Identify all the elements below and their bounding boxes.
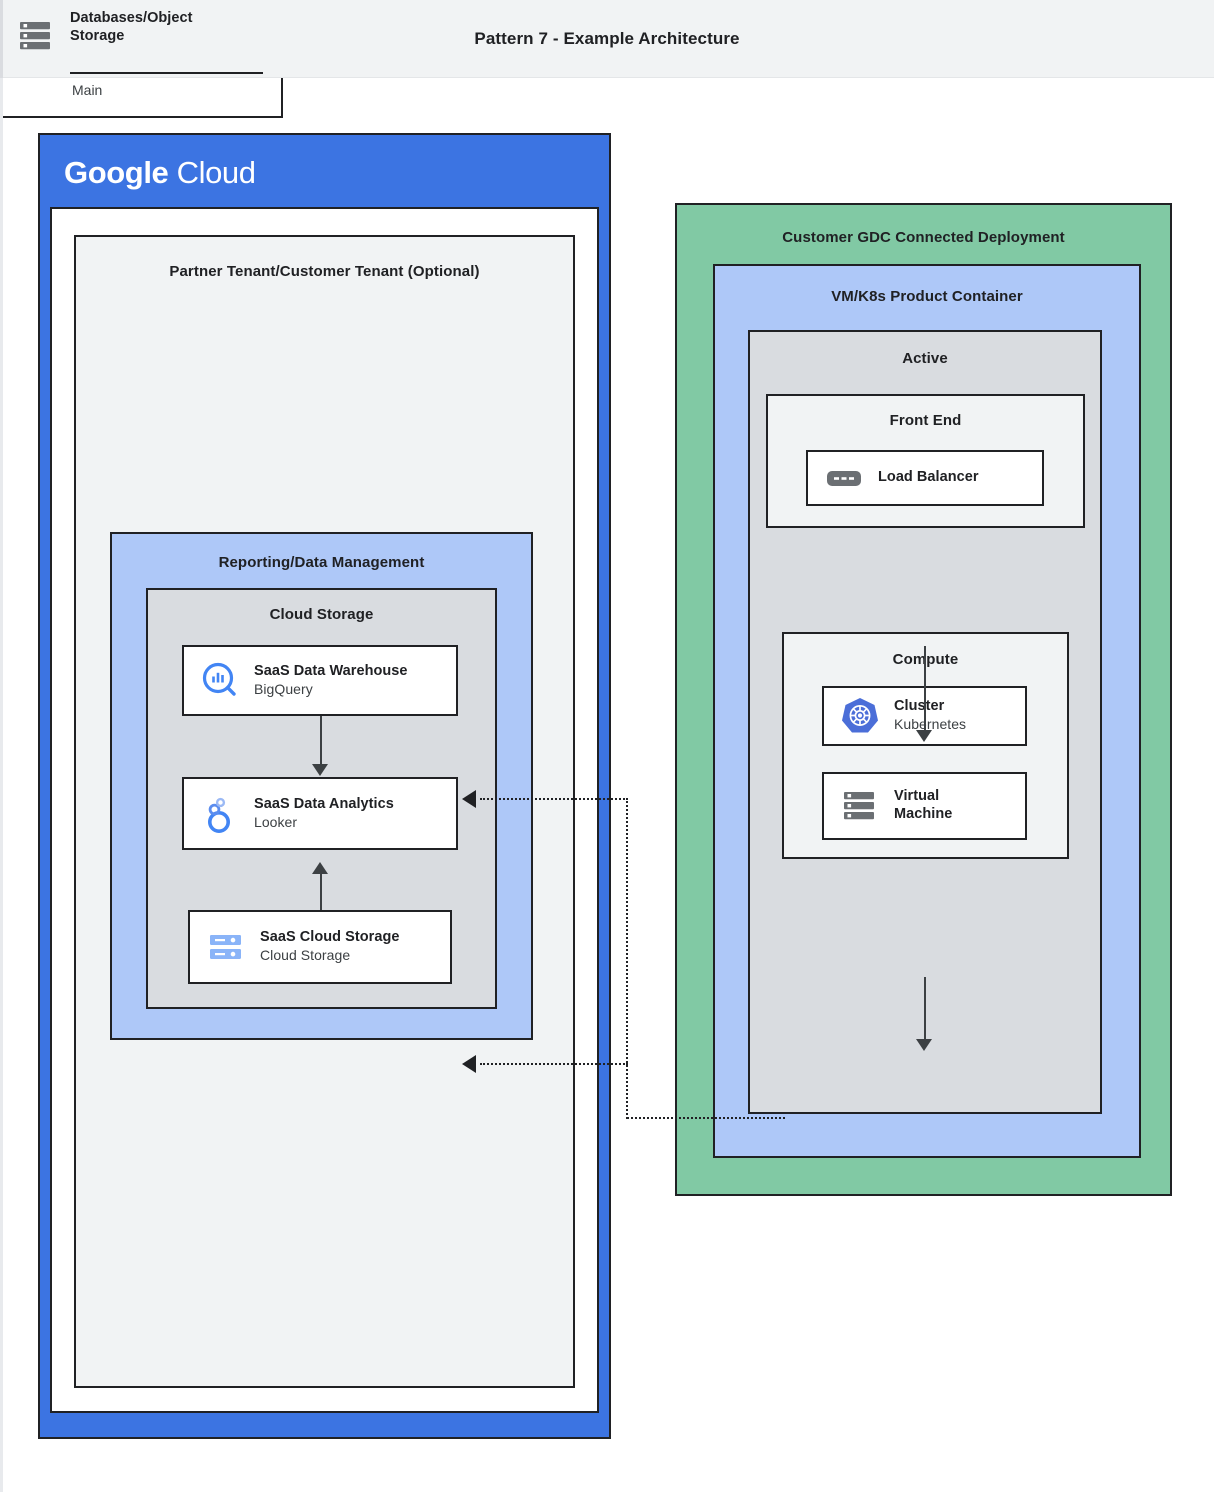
- service-name: SaaS Data Analytics: [254, 795, 394, 812]
- service-card-saas-data-analytics[interactable]: SaaS Data Analytics Looker: [182, 777, 458, 850]
- service-name: SaaS Cloud Storage: [260, 929, 400, 946]
- logo-google: Google: [64, 155, 169, 190]
- database-header: Databases/Object Storage: [0, 10, 1214, 66]
- service-name: Virtual Machine: [894, 788, 953, 822]
- database-sub: Main: [72, 82, 103, 98]
- left-rail: [0, 78, 3, 1492]
- header-bar: Pattern 7 - Example Architecture: [0, 0, 1214, 78]
- customer-gdc-title: Customer GDC Connected Deployment: [782, 229, 1065, 246]
- service-card-load-balancer[interactable]: Load Balancer: [806, 450, 1044, 506]
- virtual-machine-icon: [838, 784, 882, 828]
- service-sub: BigQuery: [254, 680, 313, 697]
- google-cloud-logo: Google Cloud: [64, 155, 256, 191]
- service-label-group: Load Balancer: [878, 469, 979, 487]
- service-label-group: SaaS Data Warehouse BigQuery: [254, 663, 408, 698]
- service-name: Databases/Object Storage: [70, 10, 193, 44]
- service-card-saas-cloud-storage[interactable]: SaaS Cloud Storage Cloud Storage: [188, 910, 452, 984]
- front-end-title: Front End: [889, 412, 962, 429]
- partner-tenant-title: Partner Tenant/Customer Tenant (Optional…: [169, 263, 480, 280]
- service-sub: Kubernetes: [894, 716, 967, 733]
- service-card-saas-data-warehouse[interactable]: SaaS Data Warehouse BigQuery: [182, 645, 458, 716]
- service-sub: Cloud Storage: [260, 947, 351, 964]
- looker-icon: [198, 792, 242, 836]
- database-icon: [14, 14, 58, 58]
- database-divider: [70, 72, 263, 74]
- kubernetes-icon: [838, 694, 882, 738]
- service-card-virtual-machine[interactable]: Virtual Machine: [822, 772, 1027, 840]
- reporting-title: Reporting/Data Management: [218, 554, 425, 571]
- service-label-group: SaaS Data Analytics Looker: [254, 796, 394, 831]
- service-label-group: SaaS Cloud Storage Cloud Storage: [260, 929, 400, 964]
- service-label-group: Virtual Machine: [894, 788, 986, 824]
- cloud-storage-icon: [204, 925, 248, 969]
- bigquery-icon: [198, 659, 242, 703]
- service-name: Load Balancer: [878, 469, 979, 486]
- service-label-group: Databases/Object Storage: [70, 10, 240, 46]
- service-sub: Looker: [254, 813, 298, 830]
- load-balancer-icon: [822, 456, 866, 500]
- service-label-group: Cluster Kubernetes: [894, 698, 966, 733]
- active-title: Active: [902, 350, 948, 367]
- logo-cloud: Cloud: [176, 155, 256, 190]
- service-card-databases-object-storage[interactable]: Databases/Object Storage Main: [0, 0, 283, 118]
- service-name: Cluster: [894, 698, 945, 715]
- service-name: SaaS Data Warehouse: [254, 662, 408, 679]
- vm-k8s-title: VM/K8s Product Container: [831, 288, 1023, 305]
- page-title: Pattern 7 - Example Architecture: [474, 29, 740, 48]
- cloud-storage-group-title: Cloud Storage: [269, 606, 374, 623]
